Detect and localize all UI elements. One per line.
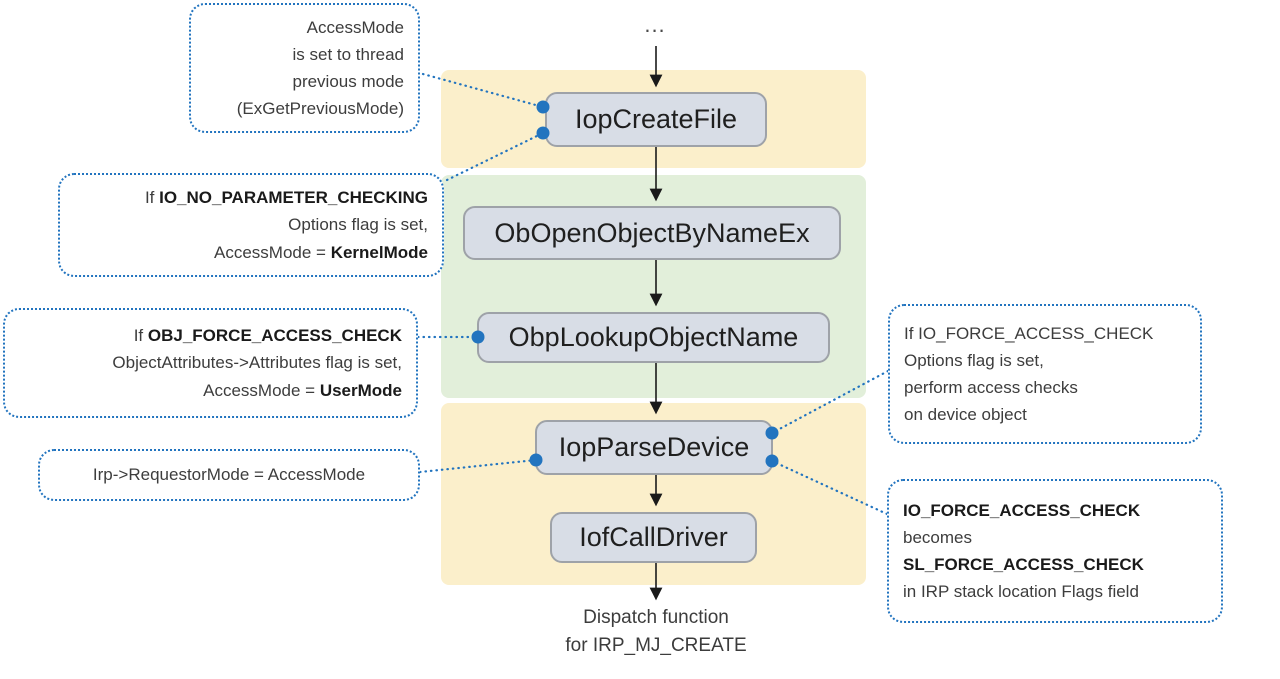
callout-line: If IO_FORCE_ACCESS_CHECK (904, 323, 1154, 343)
callout-line: AccessMode = KernelMode (214, 242, 428, 262)
callout-line: AccessMode = UserMode (203, 380, 402, 400)
node-label: IofCallDriver (579, 522, 728, 552)
callout-line: ObjectAttributes->Attributes flag is set… (112, 353, 402, 373)
node-iofcalldriver: IofCallDriver (550, 512, 757, 563)
callout-line: on device object (904, 405, 1027, 425)
node-iopparsedevice: IopParseDevice (535, 420, 773, 475)
callout-line: Options flag is set, (904, 350, 1044, 370)
callout-line: If OBJ_FORCE_ACCESS_CHECK (133, 326, 402, 346)
node-label: ObpLookupObjectName (508, 322, 799, 352)
ellipsis-label: ... (644, 12, 666, 37)
callout-line: IO_FORCE_ACCESS_CHECK (903, 500, 1141, 520)
callout-line: AccessMode (306, 17, 404, 37)
callout-obj-force-access-check: If OBJ_FORCE_ACCESS_CHECK ObjectAttribut… (3, 308, 418, 418)
callout-no-param-checking: If IO_NO_PARAMETER_CHECKING Options flag… (58, 173, 444, 277)
node-label: IopCreateFile (574, 104, 738, 134)
callout-line: is set to thread (292, 44, 404, 64)
callout-prev-mode: AccessMode is set to thread previous mod… (189, 3, 420, 133)
node-label: IopParseDevice (558, 432, 750, 462)
callout-requestor-mode: Irp->RequestorMode = AccessMode (38, 449, 420, 501)
callout-line: If IO_NO_PARAMETER_CHECKING (144, 188, 428, 208)
callout-io-force-access-check: If IO_FORCE_ACCESS_CHECK Options flag is… (888, 304, 1202, 444)
node-iopcreatefile: IopCreateFile (545, 92, 767, 147)
terminal-line2: for IRP_MJ_CREATE (565, 634, 747, 656)
callout-line: in IRP stack location Flags field (903, 582, 1139, 602)
node-obopenobjectbynameex: ObOpenObjectByNameEx (463, 206, 841, 260)
callout-line: SL_FORCE_ACCESS_CHECK (903, 555, 1144, 574)
callout-line: Irp->RequestorMode = AccessMode (92, 465, 366, 485)
callout-line: becomes (903, 527, 972, 547)
callout-line: perform access checks (904, 378, 1078, 397)
callout-line: previous mode (292, 72, 404, 91)
node-obplookupobjectname: ObpLookupObjectName (477, 312, 830, 363)
terminal-label: Dispatch function for IRP_MJ_CREATE (520, 604, 792, 659)
terminal-line1: Dispatch function (583, 607, 729, 628)
callout-line: (ExGetPreviousMode) (236, 99, 404, 119)
node-label: ObOpenObjectByNameEx (494, 217, 810, 248)
callout-line: Options flag is set, (288, 215, 428, 235)
callout-sl-force-access-check: IO_FORCE_ACCESS_CHECK becomes SL_FORCE_A… (887, 479, 1223, 623)
